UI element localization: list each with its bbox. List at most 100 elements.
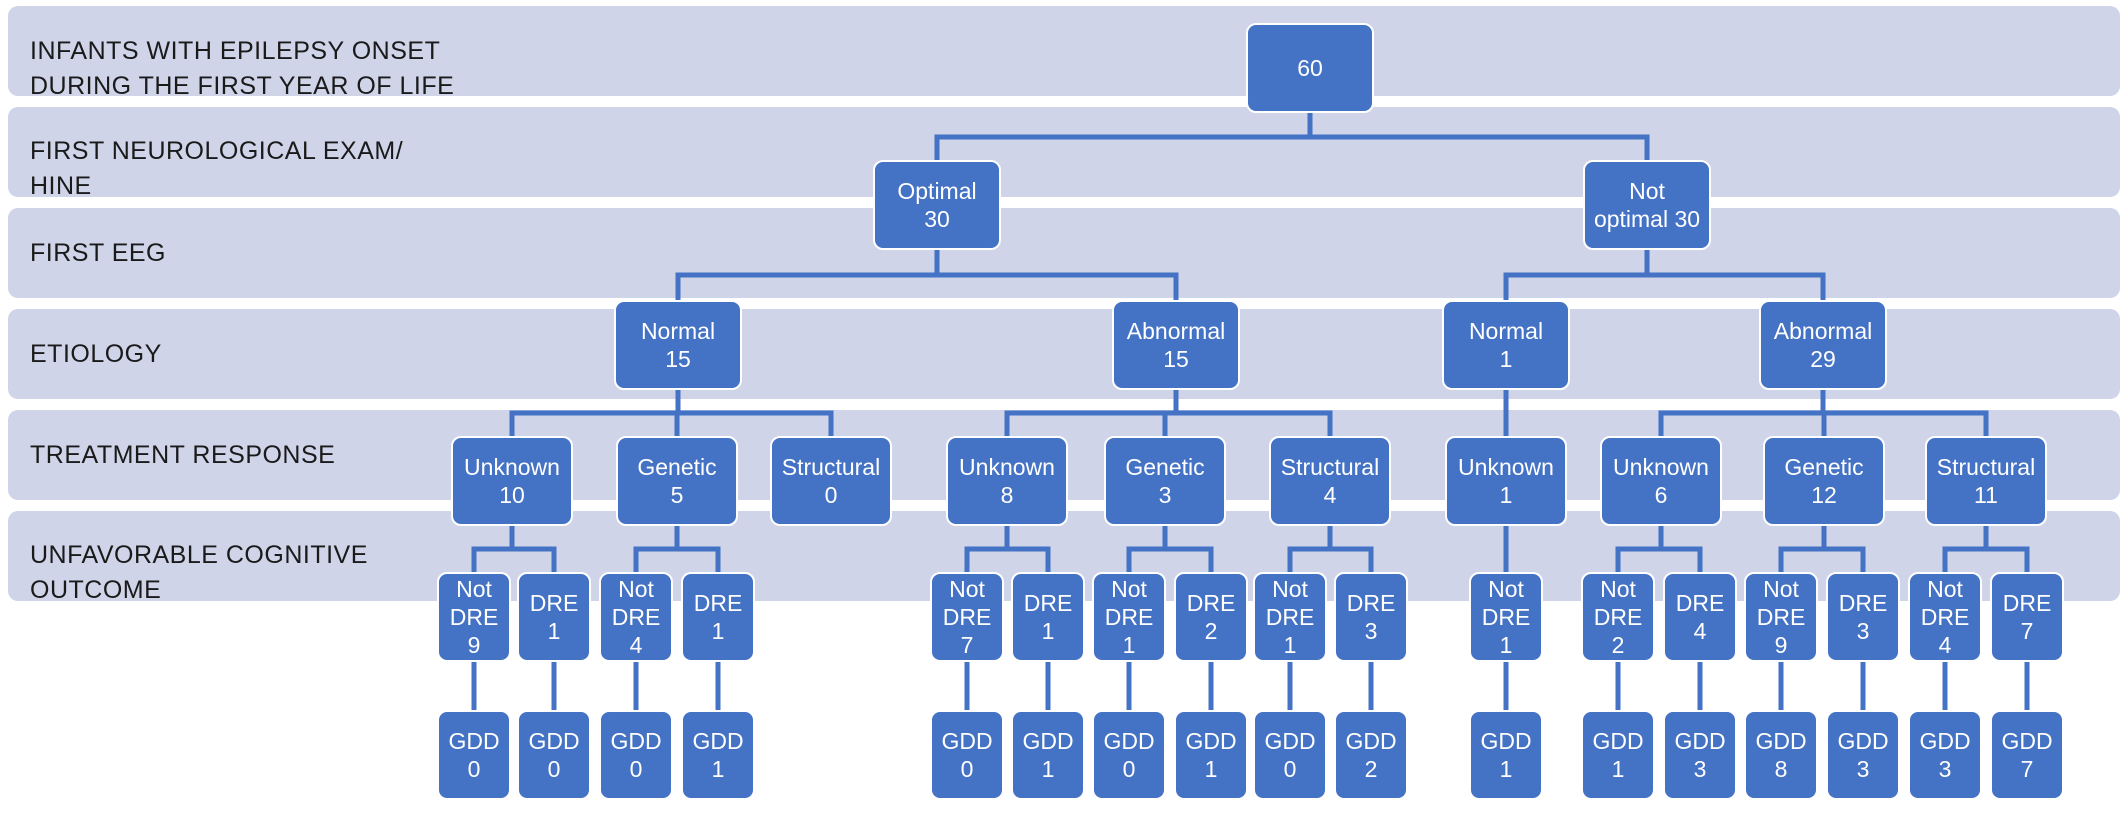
node-text: Not: [1111, 576, 1147, 602]
node-text: Structural: [781, 454, 881, 480]
node-text: 1: [1499, 482, 1513, 508]
node-text: 3: [1693, 756, 1707, 782]
node-text: GDD: [528, 728, 580, 754]
node-text: 9: [1774, 632, 1788, 658]
node-text: GDD: [1919, 728, 1971, 754]
node-text: 1: [711, 618, 725, 644]
node-text: 15: [665, 346, 691, 372]
node-text: GDD: [1592, 728, 1644, 754]
node-text: Not: [1629, 178, 1665, 204]
node-text: Unknown: [1458, 454, 1554, 480]
node-text: Structural: [1280, 454, 1380, 480]
node-text: 2: [1364, 756, 1378, 782]
node-text: DRE: [611, 604, 661, 630]
node-text: 1: [1041, 756, 1055, 782]
row-band-eeg: [8, 208, 2120, 298]
node-text: 0: [824, 482, 838, 508]
node-text: GDD: [1345, 728, 1397, 754]
node-text: 0: [1283, 756, 1297, 782]
node-text: 1: [1041, 618, 1055, 644]
row-label-eeg: FIRST EEG: [30, 239, 167, 267]
node-text: GDD: [1837, 728, 1889, 754]
node-text: 4: [1323, 482, 1337, 508]
node-text: Unknown: [1613, 454, 1709, 480]
node-text: DRE: [1593, 604, 1643, 630]
node-text: 3: [1856, 618, 1870, 644]
node-text: Not: [1488, 576, 1524, 602]
node-text: 0: [467, 756, 481, 782]
node-text: 9: [467, 632, 481, 658]
node-text: 0: [1122, 756, 1136, 782]
node-text: DRE: [1104, 604, 1154, 630]
node-text: 1: [1283, 632, 1297, 658]
node-text: 6: [1654, 482, 1668, 508]
node-text: DRE: [1838, 590, 1888, 616]
node-text: 3: [1158, 482, 1172, 508]
node-text: DRE: [1920, 604, 1970, 630]
node-text: 3: [1364, 618, 1378, 644]
node-text: DRE: [529, 590, 579, 616]
node-text: 3: [1856, 756, 1870, 782]
node-text: 1: [547, 618, 561, 644]
node-text: Not: [1600, 576, 1636, 602]
row-band-exam: [8, 107, 2120, 197]
row-label-outcome: UNFAVORABLE COGNITIVE OUTCOME: [30, 541, 368, 604]
node-text: Genetic: [1125, 454, 1205, 480]
node-text: optimal 30: [1593, 206, 1701, 232]
node-text: Abnormal: [1126, 318, 1226, 344]
node-text: Optimal: [897, 178, 977, 204]
node-text: 0: [960, 756, 974, 782]
node-text: GDD: [692, 728, 744, 754]
node-text: Unknown: [464, 454, 560, 480]
node-text: DRE: [2002, 590, 2052, 616]
node-text: GDD: [1022, 728, 1074, 754]
node-text: 12: [1811, 482, 1837, 508]
node-text: Not: [618, 576, 654, 602]
node-text: 4: [629, 632, 643, 658]
node-text: 2: [1611, 632, 1625, 658]
node-text: DRE: [449, 604, 499, 630]
node-text: DRE: [1675, 590, 1725, 616]
node-text: Not: [1763, 576, 1799, 602]
node-text: 7: [2020, 756, 2034, 782]
node-text: DRE: [1023, 590, 1073, 616]
node-text: 10: [499, 482, 525, 508]
node-text: 1: [1499, 756, 1513, 782]
node-text: 15: [1163, 346, 1189, 372]
node-text: Not: [949, 576, 985, 602]
node-text: Abnormal: [1773, 318, 1873, 344]
row-label-treatment: TREATMENT RESPONSE: [30, 441, 336, 469]
node-text: 8: [1000, 482, 1014, 508]
node-text: 11: [1974, 482, 1998, 508]
node-text: DRE: [942, 604, 992, 630]
node-text: 60: [1297, 55, 1323, 81]
